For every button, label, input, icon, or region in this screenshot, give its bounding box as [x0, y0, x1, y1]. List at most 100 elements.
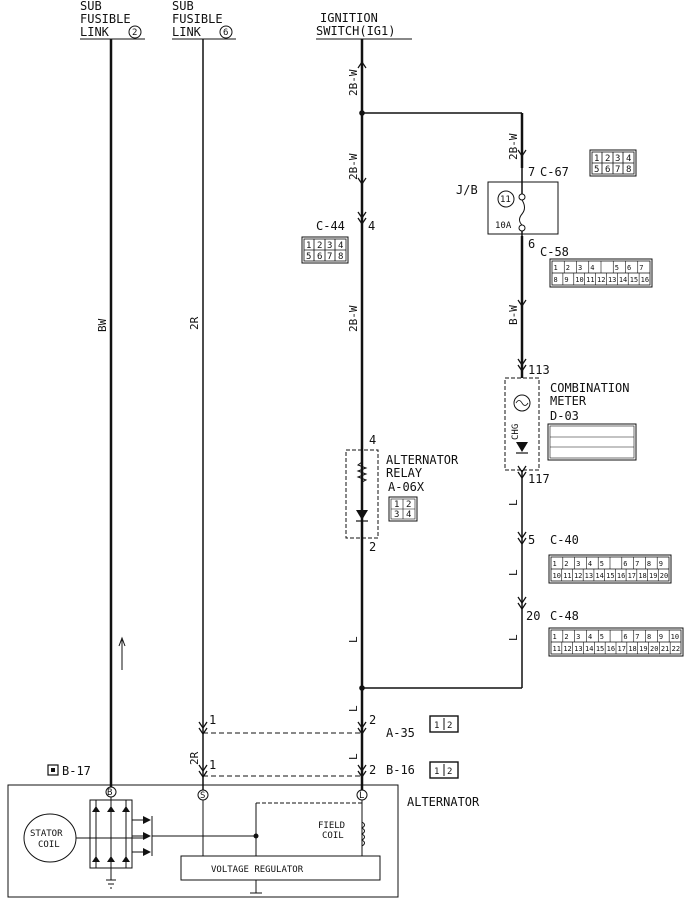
svg-text:2: 2	[447, 767, 452, 777]
svg-text:L: L	[359, 791, 364, 801]
svg-text:L: L	[507, 499, 520, 506]
svg-text:2B-W: 2B-W	[507, 133, 520, 160]
svg-text:COIL: COIL	[322, 831, 344, 841]
connector-pin-label: 3	[578, 264, 582, 272]
pin-relay-2: 2	[369, 540, 376, 554]
svg-text:3: 3	[615, 154, 620, 164]
svg-text:2: 2	[605, 154, 610, 164]
connector-pin-label: 11	[553, 645, 561, 653]
svg-text:ALTERNATOR: ALTERNATOR	[386, 453, 459, 467]
svg-text:FIELD: FIELD	[318, 821, 345, 831]
connector-pin-label: 20	[660, 572, 668, 580]
svg-text:2B-W: 2B-W	[347, 305, 360, 332]
sub-fusible-link-6-label: SUB FUSIBLE LINK 6	[172, 0, 236, 40]
connector-pin-label: 1	[553, 633, 557, 641]
connector-pin-label: 2	[566, 264, 570, 272]
connector-pin-label: 10	[553, 572, 561, 580]
svg-text:C-48: C-48	[550, 609, 579, 623]
connector-pin-label: 5	[600, 633, 604, 641]
svg-text:1: 1	[434, 767, 439, 777]
connector-pin-label: 1	[554, 264, 558, 272]
connector-c-44: C-44 4 1 2 3 4 5 6 7 8	[301, 219, 375, 264]
connector-pin-label: 17	[618, 645, 626, 653]
svg-text:2R: 2R	[188, 316, 201, 330]
connector-pin-label: 8	[647, 560, 651, 568]
connector-pin-label: 2	[564, 560, 568, 568]
svg-text:5: 5	[306, 252, 311, 262]
connector-pin-label: 15	[606, 572, 614, 580]
svg-text:1: 1	[394, 500, 399, 510]
connector-pin-label: 8	[554, 276, 558, 284]
connector-pin-label: 14	[595, 572, 603, 580]
connector-pin-label: 12	[597, 276, 605, 284]
svg-text:11: 11	[500, 195, 511, 205]
connector-pin-label: 7	[635, 560, 639, 568]
svg-text:STATOR: STATOR	[30, 829, 63, 839]
connector-a-35: 1 2 A-35 1 2	[209, 713, 459, 740]
svg-text:C-40: C-40	[550, 533, 579, 547]
svg-text:6: 6	[605, 165, 610, 175]
svg-text:FUSIBLE: FUSIBLE	[172, 12, 223, 26]
connector-pin-label: 11	[563, 572, 571, 580]
svg-text:2B-W: 2B-W	[347, 69, 360, 96]
connector-pin-label: 17	[628, 572, 636, 580]
connector-pin-label: 22	[672, 645, 680, 653]
connector-c-67: C-67 1 2 3 4 5 6 7 8	[540, 149, 637, 179]
wire-codes: BW 2R 2R 2B-W 2B-W 2B-W 2B-W B-W L L L L…	[96, 69, 520, 765]
svg-text:SWITCH(IG1): SWITCH(IG1)	[316, 24, 395, 38]
ignition-switch-label: IGNITION SWITCH(IG1)	[316, 11, 412, 40]
connector-pin-label: 12	[574, 572, 582, 580]
connector-b-17: B-17	[47, 764, 91, 778]
connector-d-03	[547, 423, 637, 461]
current-direction-arrow	[118, 636, 126, 670]
svg-text:3: 3	[394, 510, 399, 520]
svg-text:D-03: D-03	[550, 409, 579, 423]
connector-pin-label: 4	[588, 633, 592, 641]
svg-text:RELAY: RELAY	[386, 466, 423, 480]
connector-pin-label: 16	[617, 572, 625, 580]
svg-text:METER: METER	[550, 394, 587, 408]
connector-pin-label: 11	[586, 276, 594, 284]
svg-text:2B-W: 2B-W	[347, 153, 360, 180]
wires	[109, 39, 524, 790]
svg-text:C-44: C-44	[316, 219, 345, 233]
sub-fusible-link-2-label: SUB FUSIBLE LINK 2	[80, 0, 145, 40]
connector-pin-label: 10	[671, 633, 679, 641]
svg-text:L: L	[507, 569, 520, 576]
connector-pin-label: 9	[659, 560, 663, 568]
connector-pin-label: 9	[659, 633, 663, 641]
alternator-relay: ALTERNATOR RELAY A-06X 1 2 3 4	[345, 449, 459, 539]
svg-text:A-06X: A-06X	[388, 480, 425, 494]
svg-text:3: 3	[327, 241, 332, 251]
pin-113: 113	[528, 363, 550, 377]
svg-text:L: L	[347, 705, 360, 712]
svg-text:FUSIBLE: FUSIBLE	[80, 12, 131, 26]
svg-text:B-16: B-16	[386, 763, 415, 777]
alternator: ALTERNATOR B S L STATOR COIL	[7, 784, 480, 898]
svg-text:4: 4	[406, 510, 411, 520]
svg-text:B-17: B-17	[62, 764, 91, 778]
svg-text:C-58: C-58	[540, 245, 569, 259]
combination-meter: CHG COMBINATION METER D-03	[504, 377, 629, 471]
pin-7: 7	[528, 165, 535, 179]
connector-pin-label: 20	[650, 645, 658, 653]
pin-117: 117	[528, 472, 550, 486]
svg-text:L: L	[347, 636, 360, 643]
svg-text:6: 6	[223, 28, 228, 38]
svg-text:COIL: COIL	[38, 840, 60, 850]
connector-pin-label: 18	[628, 645, 636, 653]
junction-dots	[359, 110, 365, 691]
svg-text:1: 1	[209, 758, 216, 772]
connector-pin-label: 1	[553, 560, 557, 568]
connector-pin-label: 19	[649, 572, 657, 580]
svg-text:C-67: C-67	[540, 165, 569, 179]
svg-text:2: 2	[317, 241, 322, 251]
svg-text:SUB: SUB	[80, 0, 102, 13]
connector-pin-label: 7	[639, 264, 643, 272]
svg-text:8: 8	[338, 252, 343, 262]
connector-pin-label: 6	[627, 264, 631, 272]
connector-pin-label: 14	[619, 276, 627, 284]
svg-text:6: 6	[317, 252, 322, 262]
